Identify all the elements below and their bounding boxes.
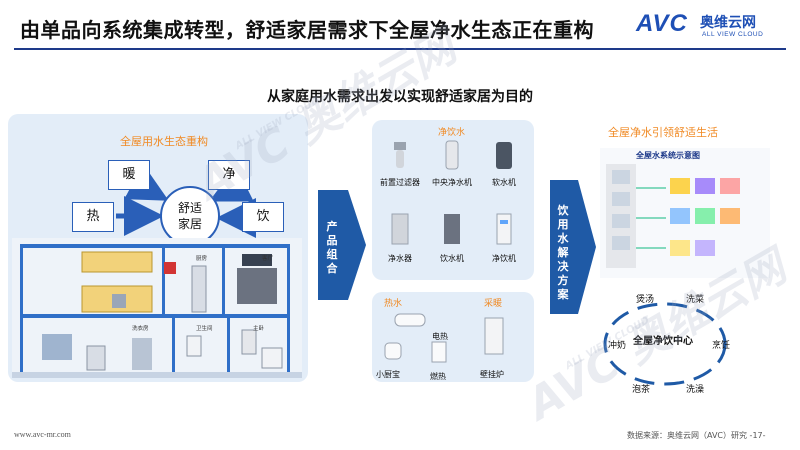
electric-heater-icon: [394, 313, 426, 327]
product-electric-heater-label: 电热: [432, 332, 448, 341]
usage-cycle-ring: [603, 302, 727, 386]
product-water-purifier: 净水器: [374, 212, 426, 264]
water-dispenser-icon: [444, 214, 460, 244]
subtitle: 从家庭用水需求出发以实现舒适家居为目的: [267, 89, 533, 105]
footer-source: 数据来源：奥维云网（AVC）研究 -17-: [627, 431, 766, 440]
product-central-purifier: 中央净水机: [426, 140, 478, 188]
cycle-item-wash-veg: 洗菜: [686, 295, 705, 305]
water-purifier-icon: [391, 213, 409, 245]
product-label: 中央净水机: [432, 178, 472, 187]
cycle-center-label: 全屋净饮中心: [633, 336, 693, 347]
need-drink-box: 饮: [242, 202, 284, 232]
label-bathroom: 卫生间: [196, 326, 213, 332]
arrow-drinking-solution: [550, 180, 596, 314]
comfort-home-circle: 舒适 家居: [160, 186, 220, 246]
product-softener: 软水机: [478, 140, 530, 188]
footer-url: www.avc-mr.com: [14, 430, 71, 439]
logo-en: ALL VIEW CLOUD: [702, 31, 764, 38]
diagram-graphic: [606, 164, 740, 268]
center-line1: 舒适: [177, 201, 202, 215]
product-wall-boiler-label: 壁挂炉: [480, 370, 504, 379]
avc-logo: AVC 奥维云网 ALL VIEW CLOUD: [636, 10, 790, 44]
cycle-item-shower: 洗澡: [686, 385, 705, 395]
hot-water-title: 热水: [384, 299, 403, 309]
need-clean-box: 净: [208, 160, 250, 190]
product-small-heater-label: 小厨宝: [376, 370, 400, 379]
logo-main: AVC: [636, 10, 688, 37]
diagram-title: 全屋水系统示意图: [636, 151, 700, 160]
arrow-product-combo: [318, 190, 366, 300]
product-label: 饮水机: [440, 254, 464, 263]
right-panel-title: 全屋净水引领舒适生活: [608, 126, 718, 139]
heating-title: 采暖: [484, 299, 503, 309]
page-title: 由单品向系统集成转型，舒适家居需求下全屋净水生态正在重构: [20, 18, 594, 42]
arrow-product-combo-label: 产品组合: [326, 220, 338, 275]
cycle-item-tea: 泡茶: [632, 385, 651, 395]
house-illustration: [12, 238, 302, 378]
product-drinking-machine: 净饮机: [478, 212, 530, 264]
gas-heater-icon: [431, 341, 447, 363]
cycle-item-soup: 煲汤: [636, 295, 655, 305]
center-line2: 家居: [177, 217, 202, 231]
softener-icon: [496, 142, 512, 169]
cycle-item-cook: 烹饪: [712, 341, 731, 351]
water-system-diagram: [600, 148, 770, 278]
product-label: 净饮机: [492, 254, 516, 263]
label-bedroom: 主卧: [253, 326, 265, 332]
drinking-machine-icon: [496, 213, 512, 245]
product-label: 软水机: [492, 178, 516, 187]
arrow-drinking-solution-label: 饮用水解决方案: [557, 204, 569, 301]
need-warm-box: 暖: [108, 160, 150, 190]
product-gas-heater-label: 燃热: [430, 372, 446, 381]
drinking-water-title: 净饮水: [438, 128, 466, 138]
title-divider: [14, 48, 786, 50]
product-label: 前置过滤器: [380, 178, 420, 187]
product-pre-filter: 前置过滤器: [374, 140, 426, 188]
label-laundry: 洗衣房: [132, 326, 149, 332]
ecosystem-title: 全屋用水生态重构: [120, 135, 208, 148]
product-label: 净水器: [388, 254, 412, 263]
pre-filter-icon: [394, 142, 406, 168]
product-water-dispenser: 饮水机: [426, 212, 478, 264]
label-kitchen: 厨房: [196, 256, 208, 262]
cycle-item-milk: 冲奶: [608, 341, 627, 351]
hot-water-heating-panel: [372, 292, 534, 382]
label-living: 客厅: [262, 256, 274, 262]
wall-boiler-icon: [484, 317, 504, 355]
small-kitchen-heater-icon: [384, 342, 402, 360]
logo-cn: 奥维云网: [700, 15, 756, 31]
central-purifier-icon: [445, 140, 459, 170]
need-hot-box: 热: [72, 202, 114, 232]
